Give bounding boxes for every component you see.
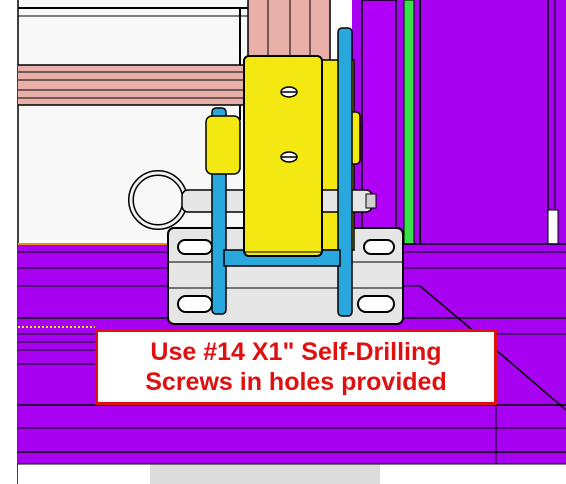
bracket-slot bbox=[280, 151, 298, 163]
screw-hole bbox=[177, 239, 213, 255]
callout-line-2: Screws in holes provided bbox=[145, 368, 447, 396]
instruction-callout: Use #14 X1" Self-Drilling Screws in hole… bbox=[95, 329, 497, 405]
screw-hole bbox=[177, 295, 213, 313]
screw-hole bbox=[357, 295, 395, 313]
bracket-slot bbox=[280, 86, 298, 98]
screw-hole bbox=[363, 239, 395, 255]
callout-line-1: Use #14 X1" Self-Drilling bbox=[150, 338, 442, 366]
blue-side-plate-right bbox=[337, 27, 353, 317]
pink-sash-rails bbox=[18, 64, 246, 106]
